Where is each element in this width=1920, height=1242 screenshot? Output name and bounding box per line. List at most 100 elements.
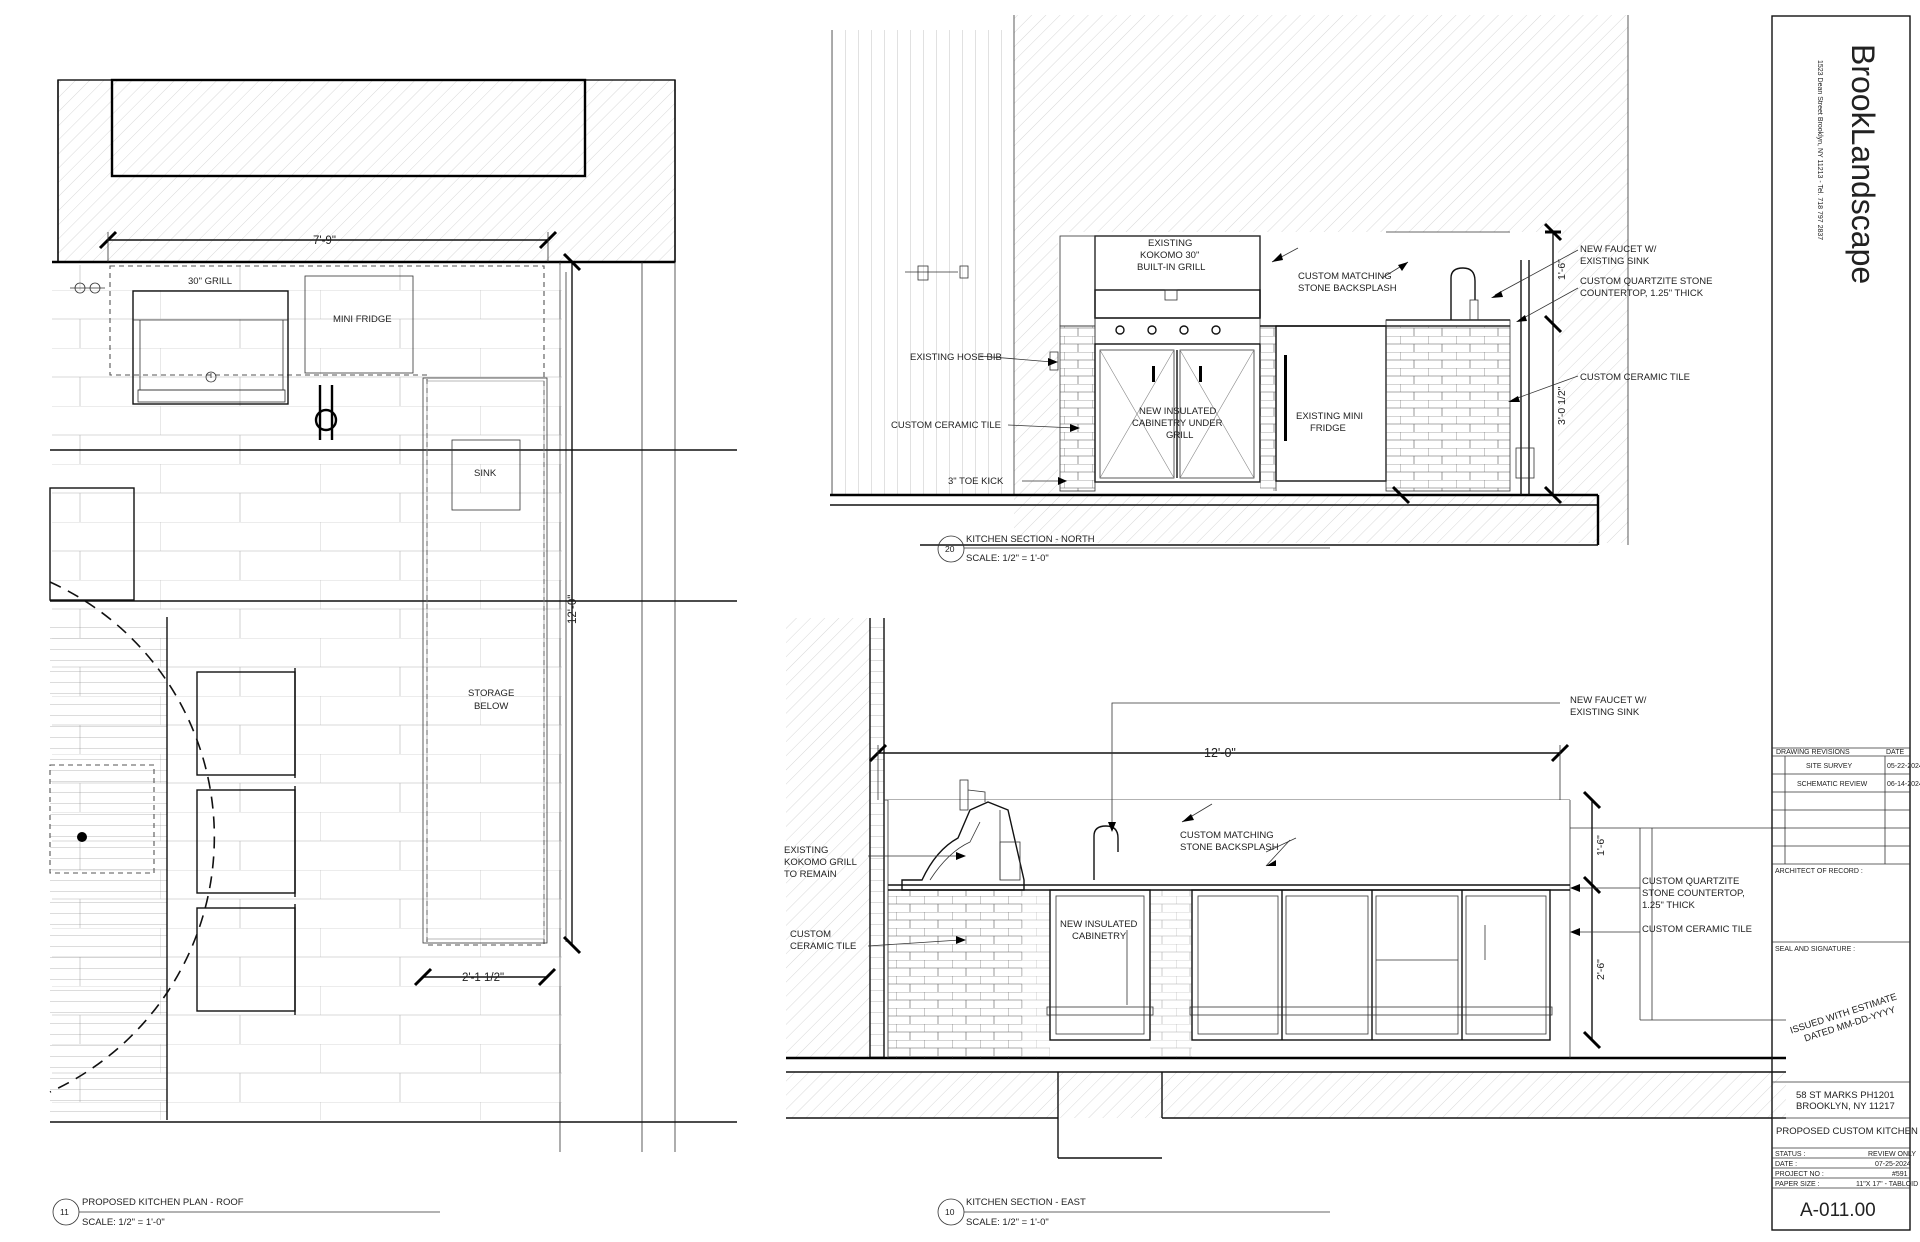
east-grill-label-3: TO REMAIN bbox=[784, 869, 837, 880]
north-toe-kick: 3" TOE KICK bbox=[948, 476, 1004, 487]
east-cab-label-1: NEW INSULATED bbox=[1060, 919, 1138, 930]
plan-scale: SCALE: 1/2" = 1'-0" bbox=[82, 1217, 165, 1228]
north-faucet-1: NEW FAUCET W/ bbox=[1580, 244, 1657, 255]
kitchen-section-east: NEW INSULATED CABINETRY 12'-0" 1'-6" 2'-… bbox=[784, 618, 1786, 1228]
north-bubble: 20 bbox=[945, 544, 955, 554]
east-title: KITCHEN SECTION - EAST bbox=[966, 1197, 1086, 1208]
title-block: BrookLandscape 1523 Dean Street Brooklyn… bbox=[1771, 15, 1920, 1231]
north-wall-siding bbox=[832, 30, 1014, 495]
plan-title-block: 11 PROPOSED KITCHEN PLAN - ROOF SCALE: 1… bbox=[52, 1197, 440, 1228]
north-faucet bbox=[1450, 267, 1476, 320]
info-paper-label: PAPER SIZE : bbox=[1775, 1181, 1820, 1188]
east-tile-left-1: CUSTOM bbox=[790, 929, 831, 940]
east-wall-hatch-left bbox=[786, 618, 870, 1058]
north-counter-2: COUNTERTOP, 1.25" THICK bbox=[1580, 288, 1704, 299]
project-address-2: BROOKLYN, NY 11217 bbox=[1796, 1101, 1895, 1112]
east-scale: SCALE: 1/2" = 1'-0" bbox=[966, 1217, 1049, 1228]
deck-boards bbox=[50, 617, 167, 1120]
north-tile-right: CUSTOM CERAMIC TILE bbox=[1580, 372, 1690, 383]
north-title-block: 20 KITCHEN SECTION - NORTH SCALE: 1/2" =… bbox=[937, 534, 1330, 564]
east-counter-2: STONE COUNTERTOP, bbox=[1642, 888, 1745, 899]
mini-fridge-plan bbox=[304, 275, 414, 374]
plan-dim-right: 12'-0" bbox=[567, 595, 579, 624]
revision-1-name: SITE SURVEY bbox=[1806, 763, 1852, 770]
skylight-opening bbox=[110, 78, 587, 178]
east-counter-1: CUSTOM QUARTZITE bbox=[1642, 876, 1739, 887]
north-leaders bbox=[979, 247, 1579, 485]
sink-plan bbox=[451, 439, 521, 511]
revision-1-date: 05-22-2024 bbox=[1887, 763, 1920, 770]
kitchen-plan-view: 30" GRILL MINI FRIDGE SINK STORAGE BELOW bbox=[49, 78, 737, 1228]
info-date-label: DATE : bbox=[1775, 1161, 1797, 1168]
grill-plan bbox=[132, 290, 289, 405]
issued-stamp: ISSUED WITH ESTIMATE DATED MM-DD-YYYY bbox=[1789, 992, 1899, 1045]
north-fridge-label-1: EXISTING MINI bbox=[1296, 411, 1363, 422]
north-grill-label-1: EXISTING bbox=[1148, 238, 1192, 249]
info-date-value: 07-25-2024 bbox=[1875, 1161, 1911, 1168]
east-grill-label-2: KOKOMO GRILL bbox=[784, 857, 857, 868]
sheet-number: A-011.00 bbox=[1800, 1200, 1876, 1221]
north-counter-1: CUSTOM QUARTZITE STONE bbox=[1580, 276, 1713, 287]
north-scale: SCALE: 1/2" = 1'-0" bbox=[966, 553, 1049, 564]
north-cab-label-3: GRILL bbox=[1166, 430, 1193, 441]
info-project-value: #591 bbox=[1892, 1171, 1908, 1178]
east-cab-label-2: CABINETRY bbox=[1072, 931, 1127, 942]
storage-label-1: STORAGE bbox=[468, 688, 514, 699]
hose-bib-plan bbox=[70, 282, 338, 440]
architect-label: ARCHITECT OF RECORD : bbox=[1775, 868, 1863, 875]
info-status-label: STATUS : bbox=[1775, 1151, 1806, 1158]
revision-2-name: SCHEMATIC REVIEW bbox=[1797, 781, 1868, 788]
east-counter-3: 1.25" THICK bbox=[1642, 900, 1695, 911]
info-paper-value: 11"X 17" - TABLOID bbox=[1856, 1181, 1918, 1188]
built-in-bench bbox=[49, 487, 135, 601]
mini-fridge-plan-label: MINI FRIDGE bbox=[333, 314, 392, 325]
east-dim-a: 1'-6" bbox=[1595, 835, 1607, 856]
east-dim-top: 12'-0" bbox=[1204, 746, 1236, 760]
sink-plan-label: SINK bbox=[474, 468, 497, 479]
existing-structure-hatch bbox=[58, 80, 675, 262]
east-faucet-1: NEW FAUCET W/ bbox=[1570, 695, 1647, 706]
east-tile-left-2: CERAMIC TILE bbox=[790, 941, 856, 952]
revision-2-date: 06-14-2024 bbox=[1887, 781, 1920, 788]
storage-label-2: BELOW bbox=[474, 701, 508, 712]
plan-bubble: 11 bbox=[60, 1207, 69, 1217]
info-status-value: REVIEW ONLY bbox=[1868, 1151, 1916, 1158]
umbrella-pole bbox=[77, 832, 87, 842]
north-hose-label: EXISTING HOSE BIB bbox=[910, 352, 1002, 363]
east-backsplash-1: CUSTOM MATCHING bbox=[1180, 830, 1274, 841]
east-bubble: 10 bbox=[945, 1207, 955, 1217]
east-tile-left bbox=[888, 890, 1022, 1058]
north-hose-bib bbox=[905, 265, 1059, 371]
north-left-tile bbox=[1060, 326, 1095, 491]
north-cab-label-1: NEW INSULATED bbox=[1139, 406, 1217, 417]
project-name: PROPOSED CUSTOM KITCHEN bbox=[1776, 1126, 1918, 1137]
north-right-tile bbox=[1386, 326, 1510, 491]
east-leaders bbox=[867, 702, 1640, 947]
counter-outline bbox=[109, 265, 545, 946]
east-grill bbox=[901, 779, 1025, 891]
east-cabinet-2 bbox=[1191, 889, 1551, 1041]
east-backsplash-2: STONE BACKSPLASH bbox=[1180, 842, 1279, 853]
north-dim-a: 1'-6" bbox=[1556, 259, 1568, 280]
project-address-1: 58 ST MARKS PH1201 bbox=[1796, 1090, 1895, 1101]
north-tile-left: CUSTOM CERAMIC TILE bbox=[891, 420, 1001, 431]
north-dim-b: 3'-0 1/2" bbox=[1556, 386, 1568, 425]
revisions-date-header: DATE bbox=[1886, 749, 1904, 756]
firm-name: BrookLandscape bbox=[1845, 44, 1881, 284]
plan-dim-bottom: 2'-1 1/2" bbox=[462, 972, 504, 984]
umbrella-swing-arc bbox=[49, 581, 216, 1093]
kitchen-section-north: EXISTING KOKOMO 30" BUILT-IN GRILL NEW I… bbox=[830, 15, 1713, 564]
north-faucet-2: EXISTING SINK bbox=[1580, 256, 1650, 267]
east-tile-right: CUSTOM CERAMIC TILE bbox=[1642, 924, 1752, 935]
east-faucet bbox=[1093, 825, 1119, 880]
north-backsplash-1: CUSTOM MATCHING bbox=[1298, 271, 1392, 282]
seal-label: SEAL AND SIGNATURE : bbox=[1775, 946, 1855, 953]
plan-title: PROPOSED KITCHEN PLAN - ROOF bbox=[82, 1197, 244, 1208]
north-grill-label-3: BUILT-IN GRILL bbox=[1137, 262, 1205, 273]
north-backsplash-2: STONE BACKSPLASH bbox=[1298, 283, 1397, 294]
north-grill-label-2: KOKOMO 30" bbox=[1140, 250, 1199, 261]
east-faucet-2: EXISTING SINK bbox=[1570, 707, 1640, 718]
firm-address: 1523 Dean Street Brooklyn, NY 11213 - Te… bbox=[1816, 60, 1823, 240]
north-cab-label-2: CABINETRY UNDER bbox=[1132, 418, 1223, 429]
